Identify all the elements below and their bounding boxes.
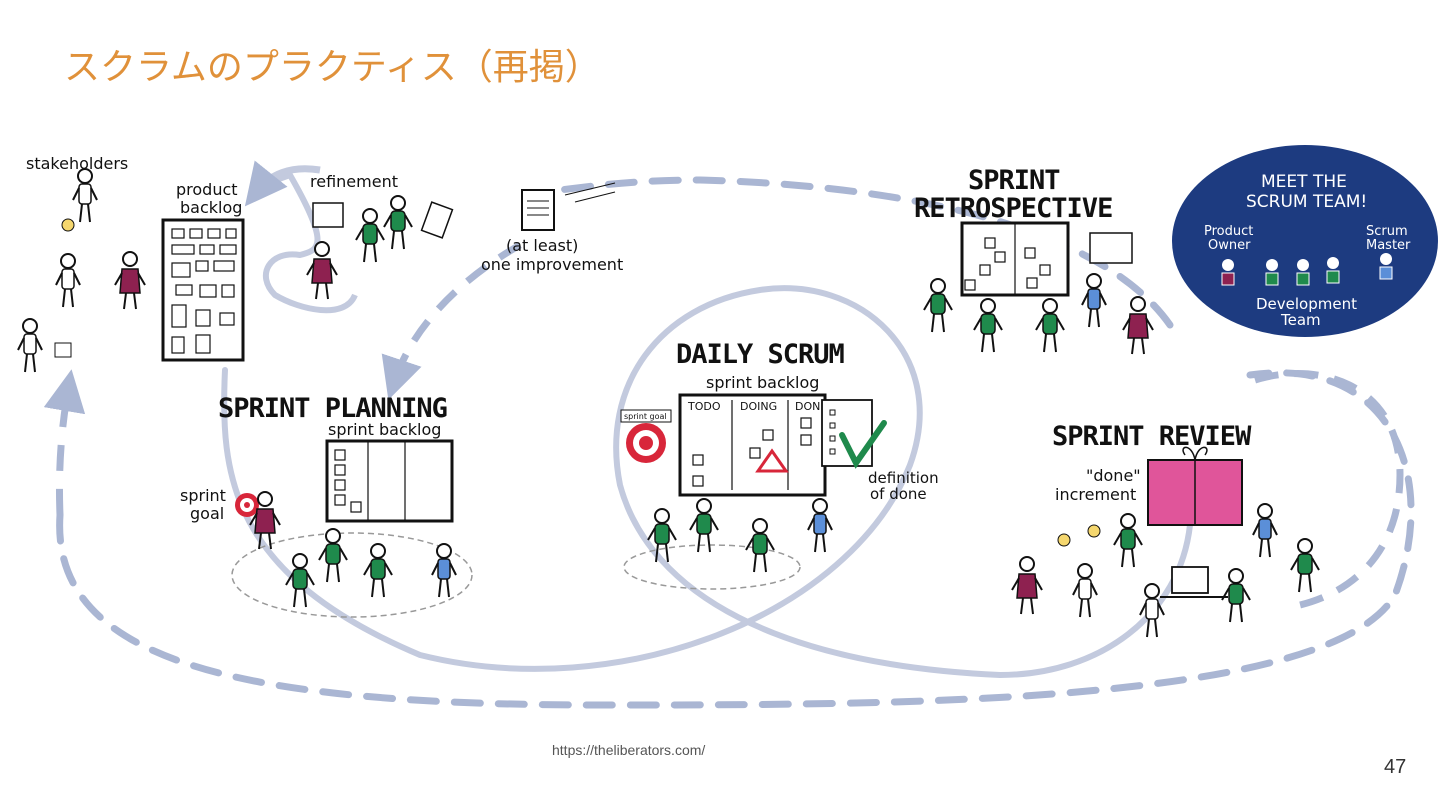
scrum-team-panel: MEET THE SCRUM TEAM! Product Owner Scrum… [1172, 145, 1438, 337]
sprint-planning-backlog-label: sprint backlog [328, 420, 441, 439]
checkmark-icon [839, 420, 887, 469]
sprint-review-title: SPRINT REVIEW [1052, 421, 1252, 452]
done-increment-gift [1147, 446, 1243, 526]
retrospective-title-2: RETROSPECTIVE [914, 193, 1112, 224]
sprint-goal-label-2: goal [190, 504, 224, 523]
done-increment-label-2: increment [1055, 485, 1136, 504]
daily-scrum-board [678, 393, 827, 497]
sprint-review-group [1011, 503, 1320, 638]
column-done: DONE [795, 400, 827, 413]
dashed-arrow-to-planning [381, 241, 522, 400]
lightbulb-icon [61, 218, 75, 232]
scrum-practices-diagram: stakeholders product backlog refinement [17, 145, 1438, 709]
sprint-goal-tag: sprint goal [624, 412, 667, 421]
lightbulb-icon [1057, 533, 1071, 547]
stakeholders-group [17, 168, 98, 373]
warning-icon [755, 448, 789, 473]
refinement-group [306, 195, 454, 300]
solid-sprint-loop [221, 285, 1193, 679]
sprint-planning-title: SPRINT PLANNING [218, 393, 447, 424]
slide-title: スクラムのプラクティス（再掲） [64, 47, 601, 88]
development-team-label-1: Development [1256, 295, 1357, 313]
daily-scrum-floor [623, 544, 801, 590]
sprint-planning-board [325, 439, 454, 523]
refinement-label: refinement [310, 172, 398, 191]
column-doing: DOING [740, 400, 777, 413]
page-number: 47 [1384, 756, 1407, 778]
improvement-label-2: one improvement [481, 255, 623, 274]
sprint-goal-target-icon [235, 493, 259, 517]
product-owner-figure [114, 251, 146, 310]
scrum-team-title-1: MEET THE [1261, 172, 1347, 192]
improvement-label-1: (at least) [506, 236, 578, 255]
source-url: https://theliberators.com/ [552, 742, 706, 758]
development-team-label-2: Team [1280, 311, 1321, 329]
sprint-planning-floor [231, 532, 473, 618]
dashed-arrow-to-stakeholders [43, 369, 86, 516]
scrum-team-title-2: SCRUM TEAM! [1246, 192, 1367, 212]
retrospective-title-1: SPRINT [968, 165, 1060, 196]
review-dashed-loop [1253, 370, 1404, 609]
definition-of-done-label-2: of done [870, 485, 927, 503]
product-backlog-board [161, 218, 245, 362]
product-owner-label-2: Owner [1208, 238, 1251, 253]
daily-scrum-team [647, 498, 833, 573]
daily-scrum-backlog-label: sprint backlog [706, 373, 819, 392]
refinement-arrow [244, 160, 321, 207]
column-todo: TODO [687, 400, 721, 413]
definition-of-done-checklist [821, 399, 887, 469]
done-increment-label-1: "done" [1086, 466, 1141, 485]
product-backlog-label-1: product [176, 180, 238, 199]
lightbulb-icon [1087, 524, 1101, 538]
scrum-master-label-2: Master [1366, 238, 1411, 253]
daily-scrum-target-icon [626, 423, 666, 463]
definition-of-done-label-1: definition [868, 469, 939, 487]
scrum-master-label-1: Scrum [1366, 224, 1408, 239]
stakeholders-label: stakeholders [26, 154, 128, 173]
product-owner-label-1: Product [1204, 224, 1253, 239]
retrospective-board [960, 221, 1133, 297]
improvement-document [521, 182, 616, 231]
solid-refinement-loop [260, 171, 358, 314]
daily-scrum-title: DAILY SCRUM [676, 339, 845, 370]
sprint-goal-label-1: sprint [180, 486, 226, 505]
product-backlog-label-2: backlog [180, 198, 242, 217]
